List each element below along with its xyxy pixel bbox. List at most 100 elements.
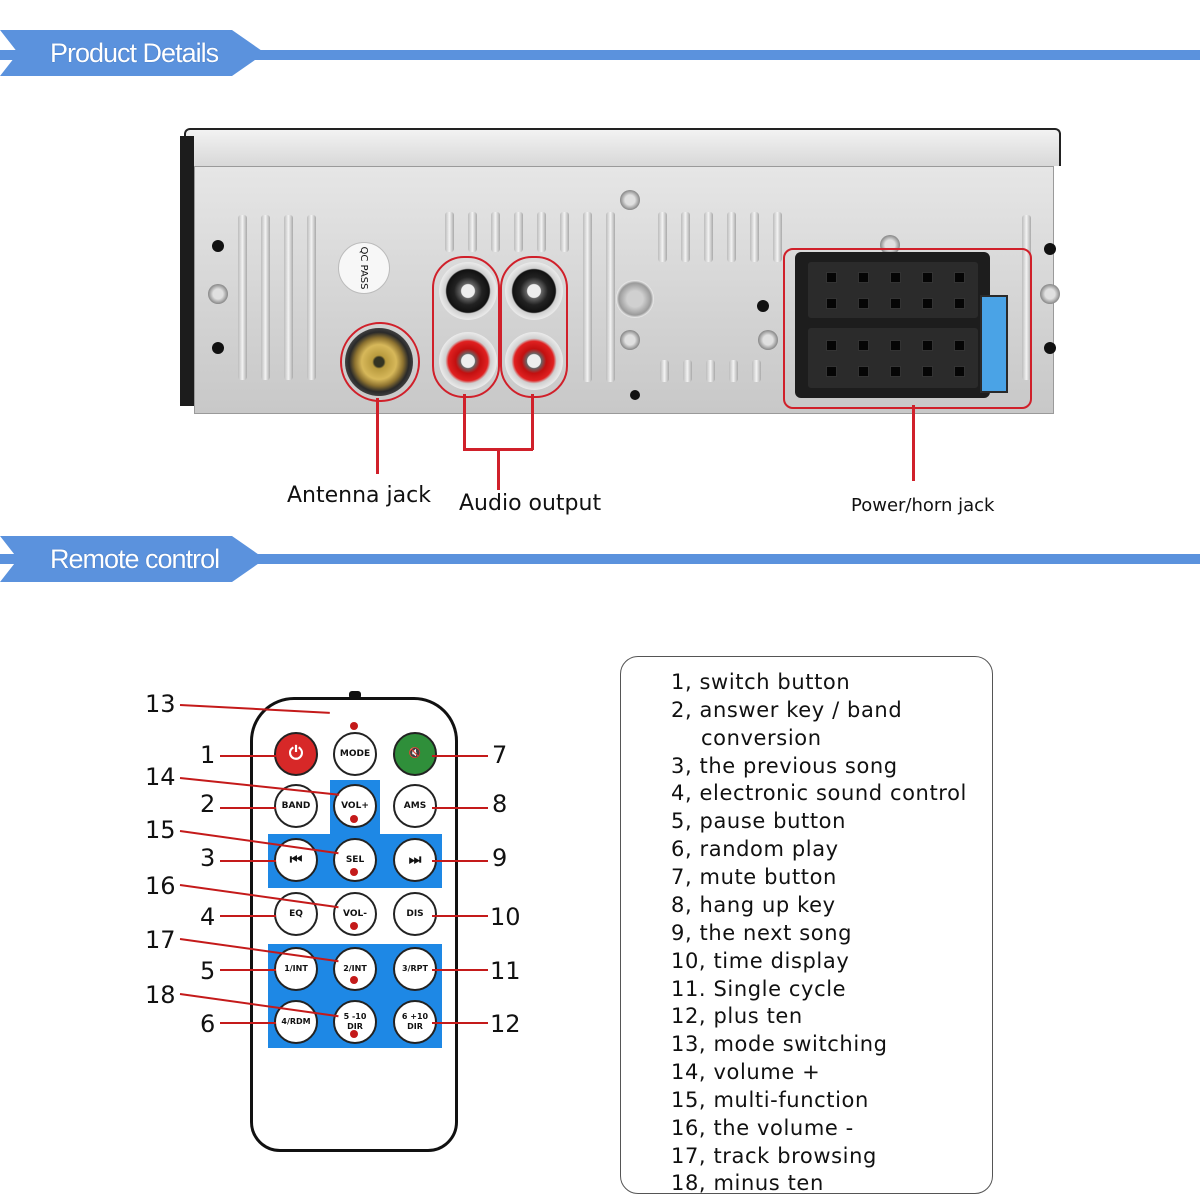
cooling-fin <box>706 360 715 382</box>
connector-pin <box>954 340 965 351</box>
mount-hole <box>212 240 224 252</box>
legend-item: 9, the next song <box>671 921 853 945</box>
legend-item: 4, electronic sound control <box>671 781 967 805</box>
connector-pin <box>954 272 965 283</box>
antenna-leader-line <box>376 398 379 474</box>
callout-dot <box>350 1030 358 1038</box>
legend-item: 17, track browsing <box>671 1144 877 1168</box>
cooling-fin <box>606 212 615 382</box>
legend-item: 1, switch button <box>671 670 851 694</box>
legend-item: 7, mute button <box>671 865 837 889</box>
legend-item: 2, answer key / band <box>671 698 903 722</box>
connector-pin <box>922 366 933 377</box>
audio-left-highlight <box>432 256 500 398</box>
screw-icon <box>620 330 640 350</box>
callout-dot <box>350 815 358 823</box>
mount-hole <box>1044 243 1056 255</box>
cooling-fin <box>1022 215 1031 380</box>
next-track-button[interactable]: ⏭ <box>393 838 437 882</box>
audio-leader-line <box>531 394 534 450</box>
legend-item: 14, volume + <box>671 1060 821 1084</box>
legend-item: 18, minus ten <box>671 1171 824 1195</box>
audio-output-label: Audio output <box>459 491 602 516</box>
callout-number-18: 18 <box>145 981 176 1009</box>
cooling-fin <box>727 212 736 262</box>
cooling-fin <box>729 360 738 382</box>
connector-pin <box>890 298 901 309</box>
cooling-fin <box>681 212 690 262</box>
power-horn-jack-label: Power/horn jack <box>851 495 995 516</box>
legend-item: 16, the volume - <box>671 1116 854 1140</box>
cooling-fin <box>683 360 692 382</box>
callout-line <box>220 755 276 757</box>
button-legend-box: 1, switch button 2, answer key / band co… <box>620 656 993 1195</box>
callout-number-9: 9 <box>492 844 508 872</box>
preset-3-button[interactable]: 3/RPT <box>393 947 437 991</box>
callout-line <box>432 860 488 862</box>
mount-hole <box>630 390 640 400</box>
callout-line <box>432 755 488 757</box>
connector-pin <box>858 340 869 351</box>
connector-pin <box>858 366 869 377</box>
callout-dot <box>350 922 358 930</box>
connector-pin <box>858 298 869 309</box>
legend-item: 12, plus ten <box>671 1004 803 1028</box>
legend-item: 3, the previous song <box>671 754 898 778</box>
antenna-jack-label: Antenna jack <box>287 483 431 508</box>
legend-item: 15, multi-function <box>671 1088 869 1112</box>
callout-number-10: 10 <box>490 903 521 931</box>
ams-hangup-button[interactable]: AMS <box>393 784 437 828</box>
plus-ten-button[interactable]: 6 +10 DIR <box>393 1000 437 1044</box>
power-jack-highlight <box>783 248 1032 409</box>
section-divider <box>0 554 1200 564</box>
mode-button[interactable]: MODE <box>333 732 377 776</box>
cooling-fin <box>261 215 270 380</box>
callout-dot <box>350 722 358 730</box>
screw-icon <box>620 190 640 210</box>
audio-leader-line <box>497 450 500 490</box>
screw-icon <box>880 235 900 255</box>
audio-right-highlight <box>500 256 568 398</box>
power-button[interactable]: ⏻ <box>274 732 318 776</box>
display-button[interactable]: DIS <box>393 892 437 936</box>
qc-pass-sticker: QC PASS <box>338 242 390 294</box>
callout-number-16: 16 <box>145 872 176 900</box>
minus-ten-button[interactable]: 5 -10 DIR <box>333 1000 377 1044</box>
cooling-fin <box>238 215 247 380</box>
callout-line <box>432 807 488 809</box>
remote-ir-emitter <box>349 691 361 699</box>
device-faceplate-edge <box>180 136 194 406</box>
callout-line <box>220 807 276 809</box>
connector-pin <box>826 298 837 309</box>
cooling-fin <box>468 212 477 252</box>
callout-line <box>220 915 276 917</box>
section-divider <box>0 50 1200 60</box>
callout-number-4: 4 <box>200 903 216 931</box>
mount-hole <box>212 342 224 354</box>
cooling-fin <box>514 212 523 252</box>
callout-number-6: 6 <box>200 1010 216 1038</box>
mount-hole <box>1044 342 1056 354</box>
connector-pin <box>826 340 837 351</box>
preset-2-button[interactable]: 2/INT <box>333 947 377 991</box>
callout-line <box>220 969 276 971</box>
screw-icon <box>758 330 778 350</box>
cooling-fin <box>752 360 761 382</box>
legend-item: 8, hang up key <box>671 893 836 917</box>
connector-pin <box>890 366 901 377</box>
connector-pin <box>890 272 901 283</box>
cooling-fin <box>491 212 500 252</box>
mute-button[interactable]: 🔇 <box>393 732 437 776</box>
screw-icon <box>1040 284 1060 304</box>
callout-number-17: 17 <box>145 926 176 954</box>
legend-item: 5, pause button <box>671 809 847 833</box>
sel-button[interactable]: SEL <box>333 838 377 882</box>
callout-number-14: 14 <box>145 763 176 791</box>
antenna-highlight <box>340 322 420 402</box>
callout-line <box>432 1022 488 1024</box>
connector-pin <box>826 366 837 377</box>
cooling-fin <box>704 212 713 262</box>
cooling-fin <box>560 212 569 252</box>
cooling-fin <box>658 212 667 262</box>
legend-item: conversion <box>701 726 822 750</box>
